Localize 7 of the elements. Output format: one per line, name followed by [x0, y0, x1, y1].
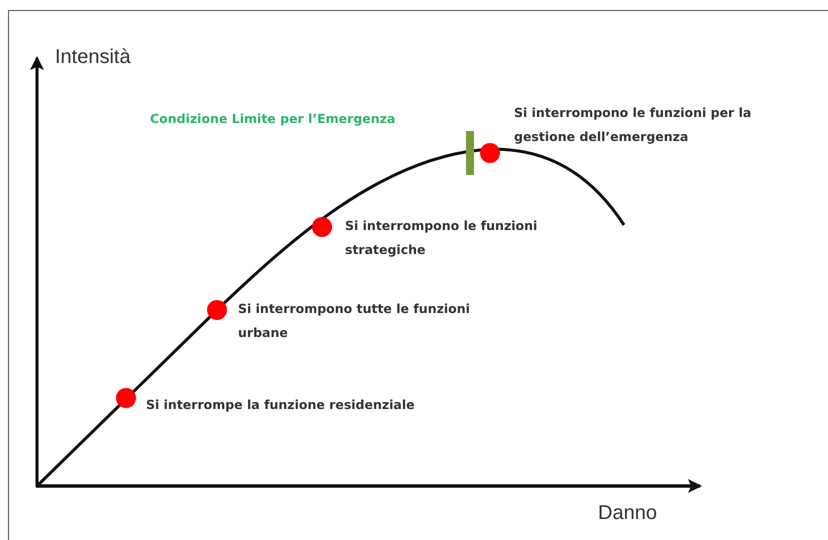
- point-label: Si interrompe la funzione residenziale: [146, 396, 416, 414]
- point-label: Si interrompono le funzioni per la gestione dell’emergenza: [514, 104, 752, 146]
- point-label: Si interrompono le funzioni strategiche: [345, 217, 538, 259]
- axis-title: Intensità: [55, 46, 131, 69]
- point-label: Si interrompono tutte le funzioni urbane: [238, 300, 471, 342]
- axis-title: Danno: [598, 502, 657, 525]
- limit-label: Condizione Limite per l’Emergenza: [150, 111, 396, 126]
